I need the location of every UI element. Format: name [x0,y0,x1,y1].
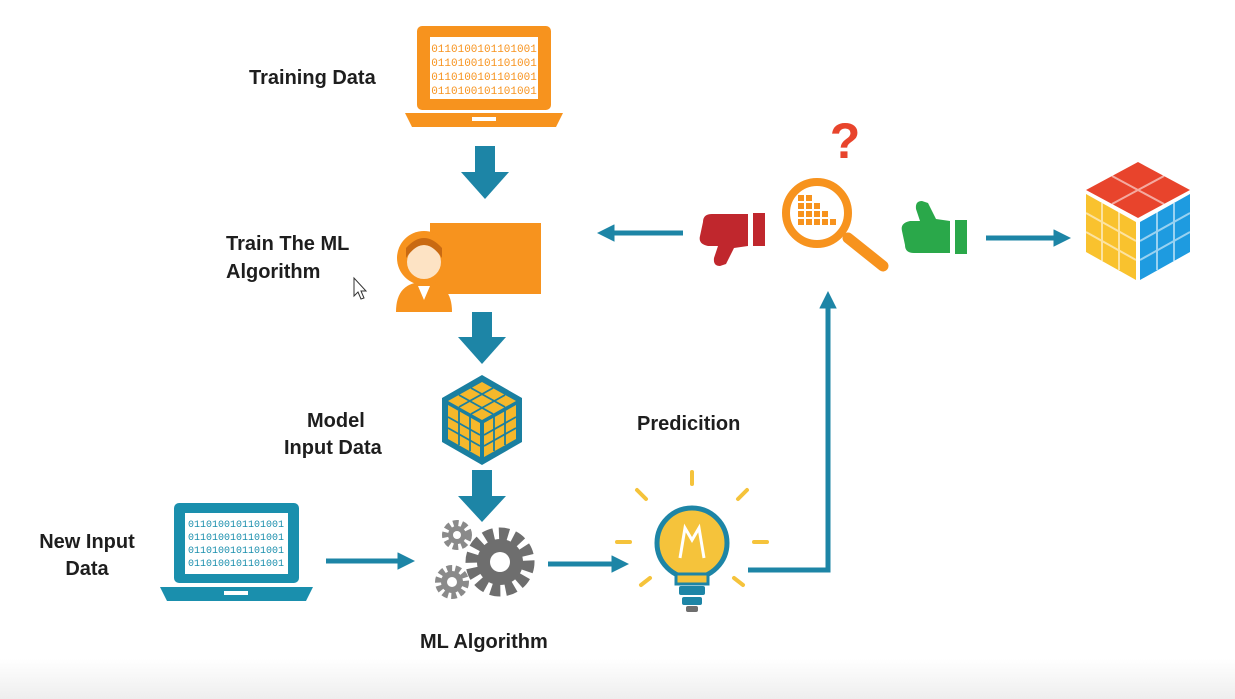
label-model-line2: Input Data [284,437,382,459]
laptop-orange-icon: 0110100101101001 0110100101101001 011010… [405,26,563,127]
label-model-line1: Model [307,410,365,432]
binary-text-4: 0110100101101001 [431,86,537,98]
bottom-fade [0,659,1235,699]
magnifier-icon [782,178,889,272]
label-new-input-line2: Data [65,558,109,580]
binary-text-8: 0110100101101001 [188,559,284,570]
rubik-cube-icon [1085,162,1191,280]
label-prediction: Predicition [637,413,741,435]
binary-text-6: 0110100101101001 [188,533,284,544]
binary-text-2: 0110100101101001 [431,58,537,70]
binary-text-3: 0110100101101001 [431,72,537,84]
label-new-input-line1: New Input [39,531,135,553]
thumbs-down-icon [699,213,765,266]
arrow-down-2 [458,312,506,364]
binary-text-7: 0110100101101001 [188,546,284,557]
laptop-teal-icon: 0110100101101001 0110100101101001 011010… [160,503,313,601]
label-train-ml-line2: Algorithm [226,261,321,283]
thumbs-up-icon [901,201,967,254]
lightbulb-icon [615,470,769,612]
mouse-cursor-icon [353,276,368,300]
binary-text-5: 0110100101101001 [188,520,284,531]
label-train-ml-line1: Train The ML [226,233,350,255]
question-icon: ? [830,113,861,169]
gears-icon [435,520,535,599]
arrow-down-3 [458,470,506,522]
label-ml-algorithm: ML Algorithm [420,631,548,653]
label-training-data: Training Data [249,67,376,89]
arrow-up-feedback [748,291,837,573]
teacher-icon [396,223,541,312]
arrow-down-1 [461,146,509,199]
binary-text-1: 0110100101101001 [431,44,537,56]
model-cube-icon [442,375,522,465]
